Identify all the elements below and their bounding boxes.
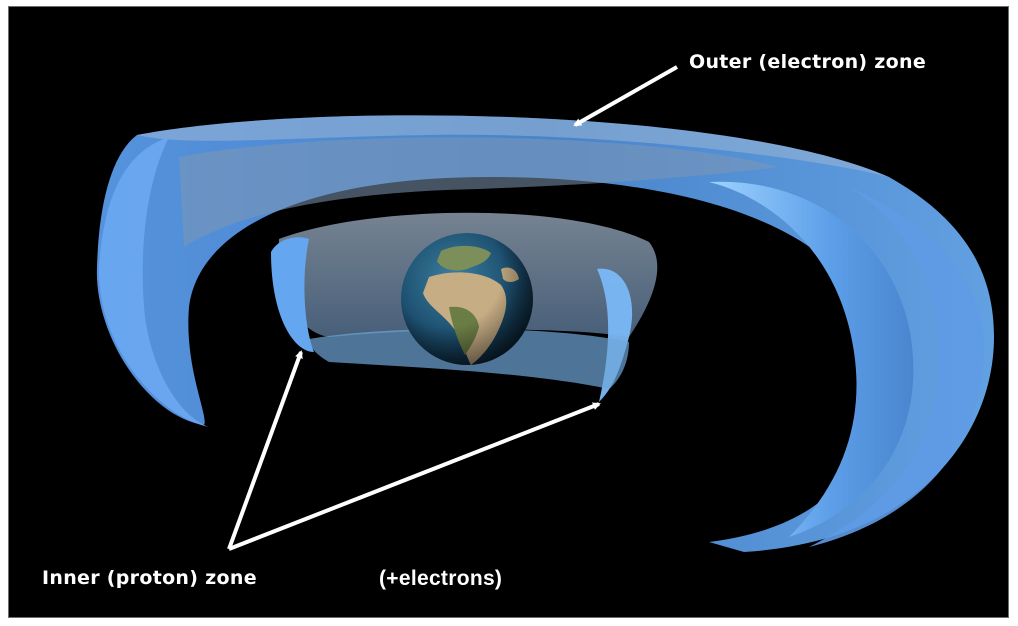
outer-zone-arrow [573, 65, 678, 127]
electrons-note-label: (+electrons) [379, 567, 503, 590]
inner-zone-arrow-left [227, 350, 303, 550]
earth-globe [401, 233, 533, 365]
inner-zone-label: Inner (proton) zone [42, 567, 257, 589]
diagram-frame: Outer (electron) zone Inner (proton) zon… [8, 6, 1009, 618]
inner-zone-arrow-right [228, 402, 601, 551]
radiation-belts-illustration [96, 65, 995, 552]
outer-belt [96, 115, 995, 552]
outer-zone-label: Outer (electron) zone [689, 51, 927, 73]
arrows [227, 65, 678, 551]
